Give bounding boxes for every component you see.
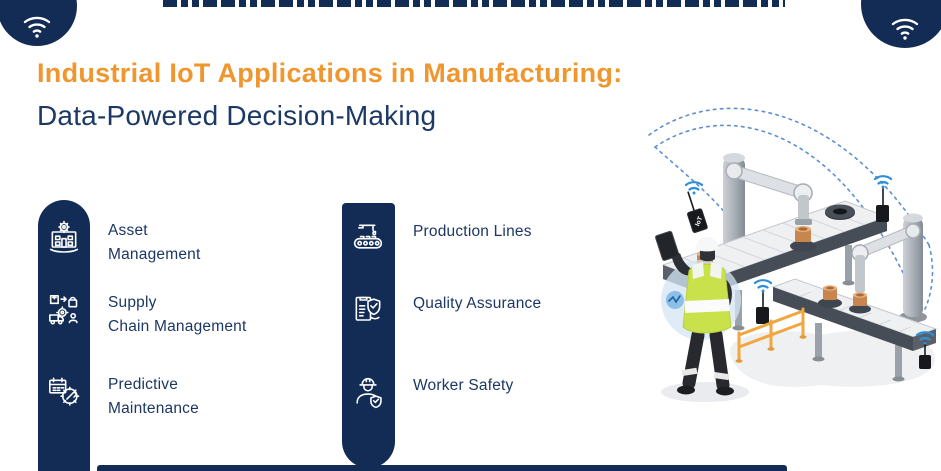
iot-badge-label: IoT [694,216,704,228]
bottom-border-bar [97,465,787,471]
wifi-signal-icon [753,279,773,289]
holo-control [666,291,684,309]
label-line: Management [108,246,201,263]
label-line: Predictive [108,376,179,393]
feature-label-supply-chain: Supply Chain Management [108,291,246,339]
feature-pill-left [38,200,90,471]
iot-antenna-left: IoT [684,181,708,233]
production-lines-icon [346,215,390,259]
robot-arm-right [859,213,927,323]
feature-label-production-lines: Production Lines [413,220,532,244]
label-line: Worker Safety [413,377,514,394]
top-dashed-border [163,0,785,7]
feature-label-asset-management: Asset Management [108,219,200,267]
label-line: Production Lines [413,223,532,240]
wifi-icon [891,18,919,40]
label-line: Supply [108,294,157,311]
label-line: Chain Management [108,318,247,335]
wifi-icon [23,16,51,38]
smart-factory-illustration: IoT [648,107,938,402]
robot-arm-left-gripper [790,183,816,252]
feature-label-quality-assurance: Quality Assurance [413,292,541,316]
quality-assurance-icon [346,288,390,332]
label-line: Maintenance [108,400,199,417]
iot-antenna-middle [753,279,773,324]
workpiece-dark-ring [825,204,855,220]
page-title: Industrial IoT Applications in Manufactu… [37,58,623,88]
label-line: Asset [108,222,148,239]
asset-management-icon [42,215,86,259]
worker [655,230,741,396]
predictive-maintenance-icon [42,370,86,414]
workpiece-copper-2 [818,285,842,308]
wifi-signal-icon [684,181,704,191]
feature-label-worker-safety: Worker Safety [413,374,514,398]
page-subtitle: Data-Powered Decision-Making [37,100,437,131]
tablet [655,230,680,261]
worker-safety-icon [346,370,390,414]
robot-arm-right-gripper [849,244,871,314]
wifi-signal-icon [873,175,893,185]
label-line: Quality Assurance [413,295,542,312]
wifi-signal-icon [915,331,935,341]
feature-label-predictive-maintenance: Predictive Maintenance [108,373,199,421]
iot-antenna-top [873,175,893,222]
safety-railing [735,307,807,363]
top-right-wifi-badge [861,0,941,48]
supply-chain-management-icon [42,288,86,332]
top-left-wifi-badge [0,0,77,46]
iot-antenna-right [915,331,935,369]
